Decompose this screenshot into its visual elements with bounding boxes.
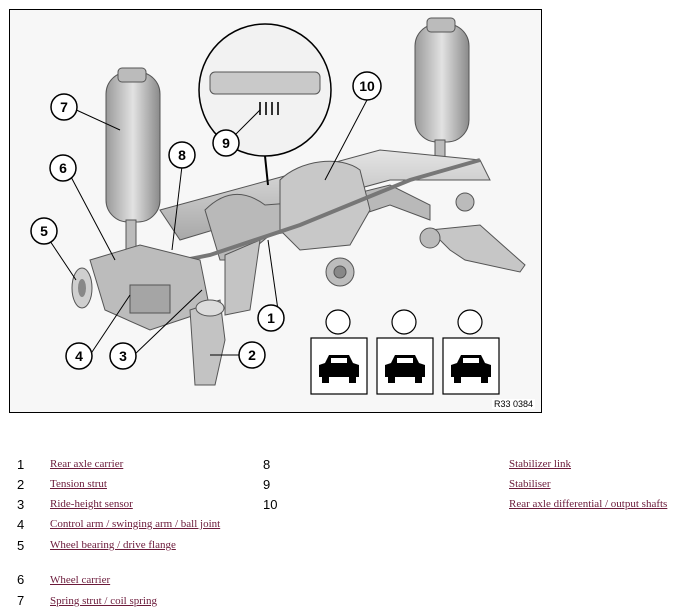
legend-link-tension-strut[interactable]: Tension strut bbox=[50, 478, 107, 490]
legend-number: 7 bbox=[17, 593, 25, 608]
legend-link-wheel-carrier[interactable]: Wheel carrier bbox=[50, 574, 111, 586]
car-front-icon bbox=[451, 355, 491, 383]
legend-link-ride-height-sensor[interactable]: Ride-height sensor bbox=[50, 498, 133, 510]
legend-link-rear-axle-differential[interactable]: Rear axle differential / output shafts bbox=[509, 498, 668, 510]
svg-text:1: 1 bbox=[267, 310, 275, 326]
svg-text:3: 3 bbox=[119, 348, 127, 364]
legend-number: 8 bbox=[263, 457, 271, 472]
rear-axle-differential bbox=[279, 160, 371, 287]
callout-8: 8 bbox=[168, 141, 196, 169]
callout-5: 5 bbox=[30, 217, 58, 245]
legend-number: 4 bbox=[17, 517, 25, 532]
legend-link-rear-axle-carrier[interactable]: Rear axle carrier bbox=[50, 458, 124, 470]
callout-10: 10 bbox=[352, 71, 382, 101]
legend-number: 6 bbox=[17, 572, 25, 587]
callout-1: 1 bbox=[257, 304, 285, 332]
svg-text:4: 4 bbox=[75, 348, 83, 364]
vehicle-view-icons bbox=[310, 309, 500, 395]
right-control-arm bbox=[419, 192, 526, 273]
legend-number: 3 bbox=[17, 497, 25, 512]
callout-2: 2 bbox=[238, 341, 266, 369]
legend-link-wheel-bearing[interactable]: Wheel bearing / drive flange bbox=[50, 539, 176, 551]
callout-9: 9 bbox=[212, 129, 240, 157]
rear-axle-diagram: 1 2 3 4 5 6 7 8 9 10 bbox=[9, 9, 542, 413]
svg-text:10: 10 bbox=[359, 78, 375, 94]
diagram-drawing: 1 2 3 4 5 6 7 8 9 10 bbox=[30, 17, 526, 395]
figure-id-label: R33 0384 bbox=[491, 399, 535, 409]
callout-7: 7 bbox=[50, 93, 78, 121]
svg-text:8: 8 bbox=[178, 147, 186, 163]
stabiliser-detail-inset bbox=[198, 23, 332, 186]
callout-6: 6 bbox=[49, 154, 77, 182]
callout-4: 4 bbox=[65, 342, 93, 370]
legend-number: 9 bbox=[263, 477, 271, 492]
legend-link-stabiliser[interactable]: Stabiliser bbox=[509, 478, 551, 490]
vehicle-icon-box-3 bbox=[442, 309, 500, 395]
car-front-icon bbox=[319, 355, 359, 383]
tension-strut bbox=[189, 299, 226, 386]
car-front-icon bbox=[385, 355, 425, 383]
svg-text:6: 6 bbox=[59, 160, 67, 176]
legend-number: 10 bbox=[263, 497, 278, 512]
svg-text:2: 2 bbox=[248, 347, 256, 363]
legend-link-stabilizer-link[interactable]: Stabilizer link bbox=[509, 458, 572, 470]
legend-number: 2 bbox=[17, 477, 25, 492]
left-spring-strut bbox=[105, 67, 161, 261]
legend-link-spring-strut[interactable]: Spring strut / coil spring bbox=[50, 595, 157, 607]
callout-3: 3 bbox=[109, 342, 137, 370]
svg-text:9: 9 bbox=[222, 135, 230, 151]
svg-text:7: 7 bbox=[60, 99, 68, 115]
legend-number: 1 bbox=[17, 457, 25, 472]
svg-text:5: 5 bbox=[40, 223, 48, 239]
vehicle-icon-box-2 bbox=[376, 309, 434, 395]
legend-number: 5 bbox=[17, 538, 25, 553]
legend-link-control-arm[interactable]: Control arm / swinging arm / ball joint bbox=[50, 518, 221, 530]
vehicle-icon-box-1 bbox=[310, 309, 368, 395]
left-wheel-carrier bbox=[71, 244, 211, 331]
